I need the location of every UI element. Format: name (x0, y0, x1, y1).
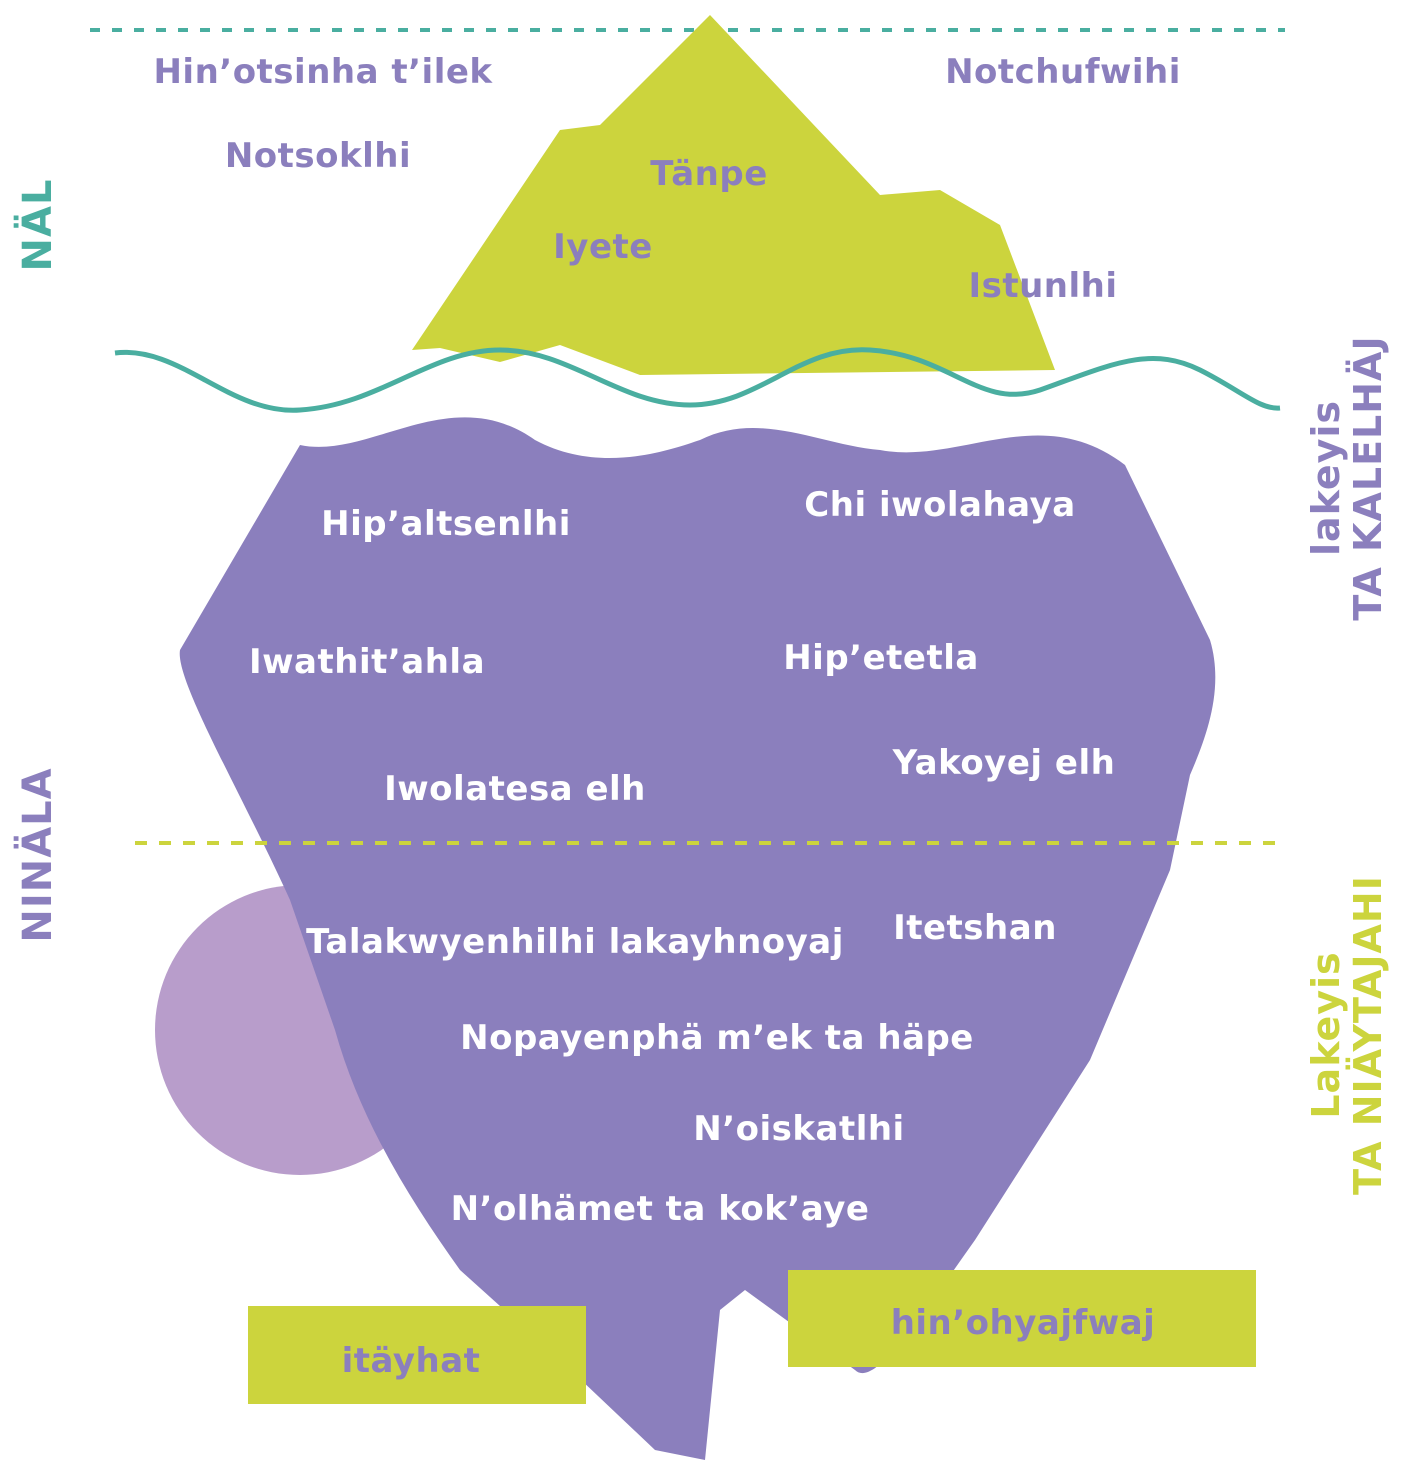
section-label-hidden: NINÄLA (15, 767, 61, 943)
side-label-upper-line2: TA KALELHÄJ (1346, 335, 1390, 621)
below-label: Hip’etetla (783, 638, 979, 678)
deep-label: Nopayenphä m’ek ta häpe (460, 1018, 974, 1058)
above-label: Hin’otsinha t’ilek (153, 52, 493, 92)
base-box-left (248, 1306, 586, 1404)
iceberg-tip (412, 15, 1055, 375)
above-label: Tänpe (650, 154, 768, 194)
side-label-lower-line2: TA NIÄYTAJAHI (1346, 875, 1390, 1195)
water-line (114, 347, 1281, 413)
base-box-left-label: itäyhat (341, 1341, 481, 1381)
deep-label: Talakwyenhilhi lakayhnoyaj (306, 922, 844, 962)
above-label: Istunlhi (968, 266, 1118, 306)
base-box-right (788, 1270, 1256, 1367)
deep-label: N’olhämet ta kok’aye (450, 1189, 870, 1229)
side-label-lower: Lakeyis TA NIÄYTAJAHI (1304, 875, 1390, 1195)
deep-label: Itetshan (893, 908, 1057, 948)
above-label: Notchufwihi (945, 52, 1181, 92)
side-label-upper-line1: lakeyis (1304, 399, 1349, 557)
above-label: Notsoklhi (224, 136, 412, 176)
side-label-lower-line1: Lakeyis (1304, 951, 1349, 1119)
base-box-right-label: hin’ohyajfwaj (890, 1303, 1156, 1343)
side-label-upper: lakeyis TA KALELHÄJ (1304, 335, 1390, 621)
below-label: Hip’altsenlhi (321, 504, 571, 544)
deep-label: N’oiskatlhi (693, 1109, 905, 1149)
below-label: Yakoyej elh (892, 743, 1116, 783)
above-label: Iyete (553, 227, 653, 267)
below-label: Iwolatesa elh (384, 769, 646, 809)
below-label: Chi iwolahaya (804, 485, 1076, 525)
section-label-visible: NÄL (15, 178, 61, 272)
iceberg-body (179, 417, 1216, 1460)
below-label: Iwathit’ahla (248, 642, 486, 682)
